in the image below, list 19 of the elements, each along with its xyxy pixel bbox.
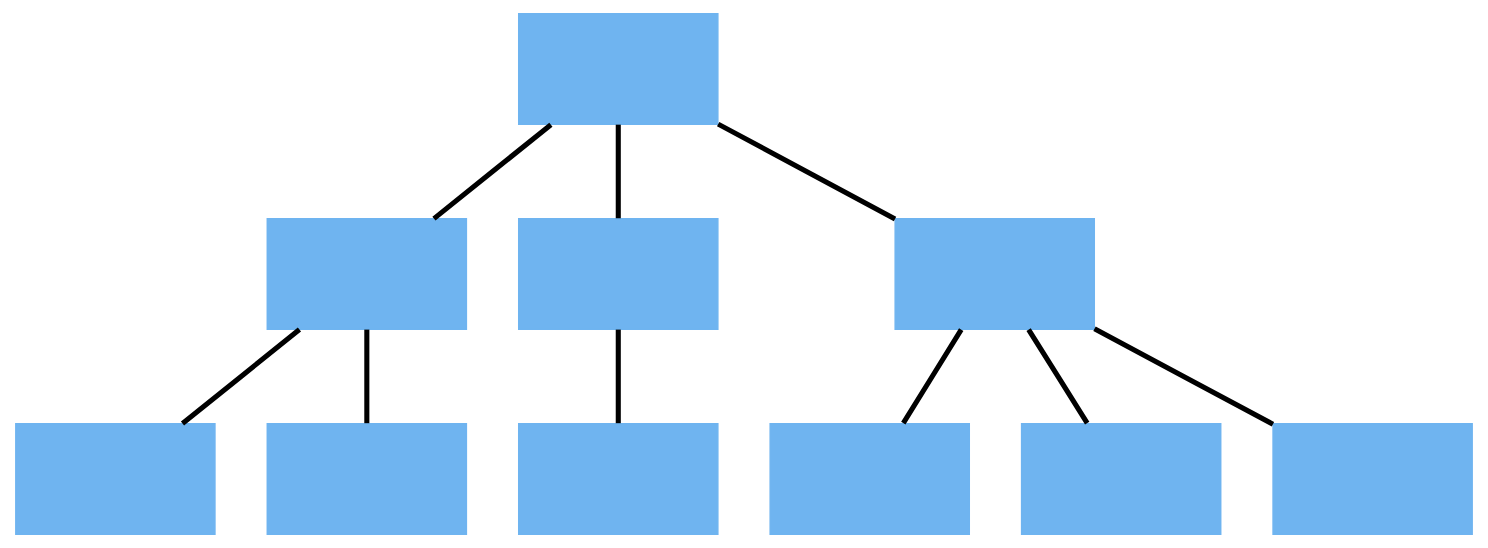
node-box: [518, 13, 719, 125]
node-box: [266, 423, 468, 535]
connector: [615, 124, 621, 219]
node-box: [15, 423, 216, 535]
node-box: [518, 423, 719, 535]
node-box: [894, 218, 1095, 330]
node-box: [1020, 423, 1222, 535]
node-box: [518, 218, 719, 330]
connector: [180, 327, 302, 426]
connector: [364, 329, 370, 424]
connector: [1093, 326, 1275, 427]
connector: [432, 122, 553, 221]
connector: [716, 121, 897, 222]
connector: [1026, 328, 1090, 425]
node-box: [1272, 423, 1473, 535]
node-box: [266, 218, 468, 330]
connector: [615, 329, 621, 424]
connector: [901, 328, 964, 425]
node-box: [769, 423, 970, 535]
